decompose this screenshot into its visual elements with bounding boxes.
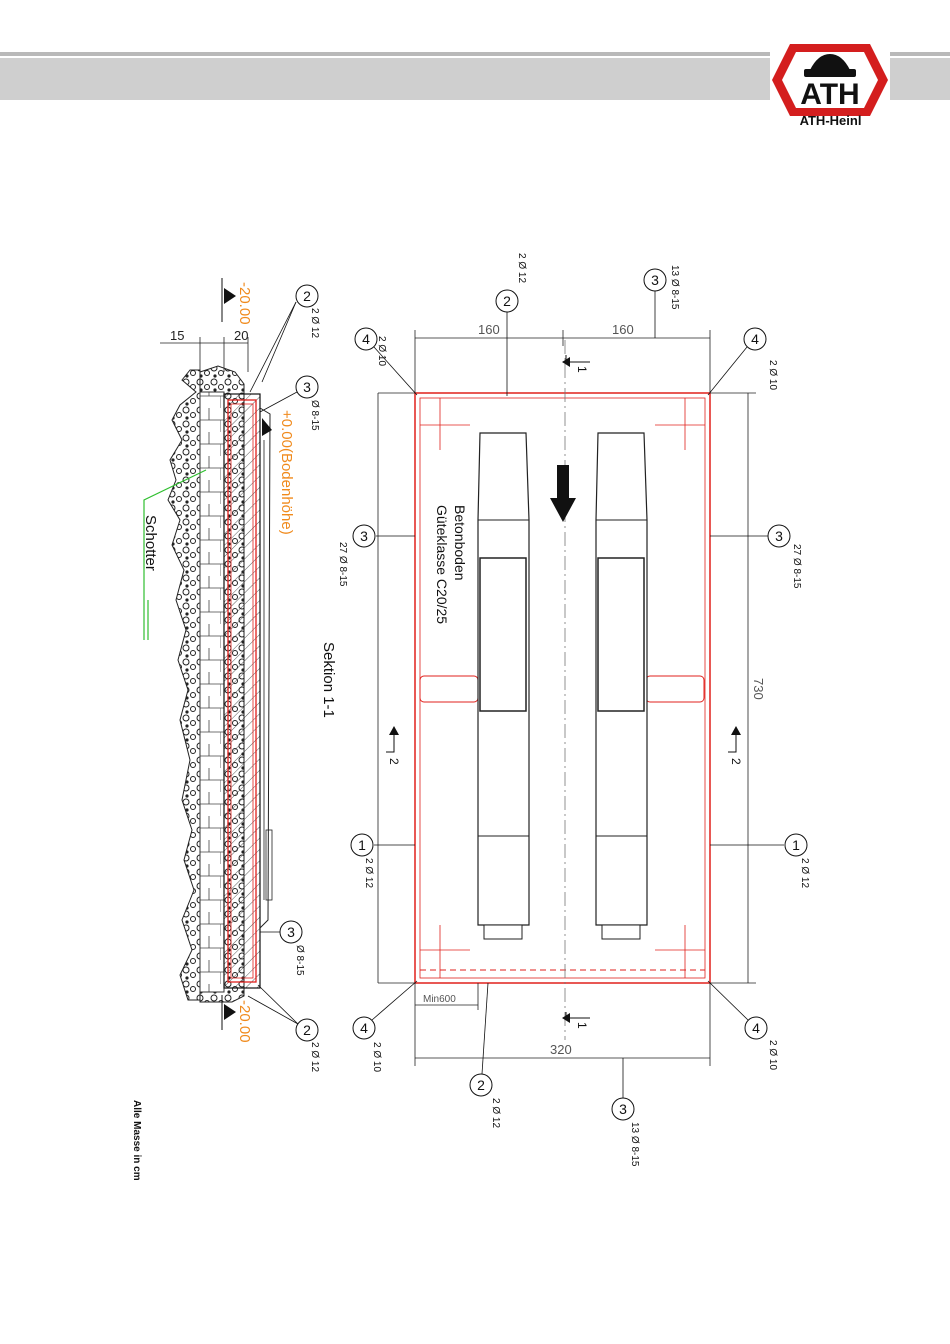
svg-text:2 Ø 12: 2 Ø 12 bbox=[309, 1042, 320, 1072]
section-marker-1-top: 1 bbox=[562, 355, 590, 373]
section-callout-2-bottom: 2 2 Ø 12 bbox=[247, 984, 320, 1072]
runway-right bbox=[595, 432, 648, 940]
section-callout-3-top: 3 Ø 8-15 bbox=[259, 375, 320, 431]
svg-text:3: 3 bbox=[775, 528, 783, 544]
gravel-label: Schotter bbox=[142, 515, 159, 571]
svg-text:4: 4 bbox=[360, 1020, 368, 1036]
section-callout-2-top: 2 2 Ø 12 bbox=[249, 284, 320, 393]
svg-text:Ø 8-15: Ø 8-15 bbox=[294, 945, 305, 976]
svg-text:27 Ø 8-15: 27 Ø 8-15 bbox=[337, 542, 348, 587]
dim-15: 15 bbox=[170, 328, 184, 343]
concrete-label-2: Güteklasse C20/25 bbox=[434, 505, 450, 624]
level-bottom-text: -20.00 bbox=[236, 1000, 253, 1043]
footer-note: Alle Masse in cm bbox=[131, 1100, 142, 1181]
plan-callout-1-left: 1 2 Ø 12 bbox=[350, 833, 415, 888]
svg-text:2 Ø 12: 2 Ø 12 bbox=[490, 1098, 501, 1128]
section-title: Sektion 1-1 bbox=[320, 642, 337, 718]
slab-rebar-inner bbox=[230, 403, 254, 979]
plan-callout-3-right: 3 27 Ø 8-15 bbox=[710, 524, 802, 589]
plan-callout-4-tr: 4 2 Ø 10 bbox=[707, 327, 778, 396]
svg-text:3: 3 bbox=[619, 1101, 627, 1117]
level-top-text: -20.00 bbox=[236, 282, 253, 325]
slab-rebar bbox=[227, 399, 257, 983]
svg-text:2: 2 bbox=[503, 293, 511, 309]
svg-text:2 Ø 12: 2 Ø 12 bbox=[309, 308, 320, 338]
svg-text:1: 1 bbox=[358, 837, 366, 853]
concrete-slab bbox=[223, 393, 261, 989]
section-view: 15 20 -20.00 -20.00 +0.00(Bodenhöhe) Sch… bbox=[142, 278, 337, 1072]
svg-text:4: 4 bbox=[751, 331, 759, 347]
plan-callout-4-tl: 4 2 Ø 10 bbox=[354, 327, 418, 396]
svg-text:1: 1 bbox=[792, 837, 800, 853]
runway-left bbox=[477, 432, 530, 940]
level-marker-top: -20.00 bbox=[221, 278, 253, 325]
plan-callout-2-top: 2 2 Ø 12 bbox=[495, 253, 527, 396]
plan-callout-1-right: 1 2 Ø 12 bbox=[710, 833, 810, 888]
svg-text:2 Ø 10: 2 Ø 10 bbox=[371, 1042, 382, 1072]
svg-text:3: 3 bbox=[651, 272, 659, 288]
plan-callout-3-left: 3 27 Ø 8-15 bbox=[337, 524, 415, 587]
masonry-layer bbox=[199, 391, 225, 993]
plan-callout-4-bl: 4 2 Ø 10 bbox=[352, 980, 418, 1072]
dim-top-right: 160 bbox=[612, 322, 634, 337]
svg-text:2 Ø 12: 2 Ø 12 bbox=[799, 858, 810, 888]
svg-text:4: 4 bbox=[752, 1020, 760, 1036]
section-marker-1-bottom: 1 bbox=[562, 1012, 590, 1029]
svg-text:Ø 8-15: Ø 8-15 bbox=[309, 400, 320, 431]
dim-bottom: 320 bbox=[550, 1042, 572, 1057]
svg-text:2 Ø 10: 2 Ø 10 bbox=[767, 1040, 778, 1070]
section-callout-3-bottom: 3 Ø 8-15 bbox=[260, 920, 305, 976]
level-floor-text: +0.00(Bodenhöhe) bbox=[278, 410, 295, 535]
gravel-leader bbox=[143, 469, 207, 640]
dim-top-left: 160 bbox=[478, 322, 500, 337]
level-marker-floor: +0.00(Bodenhöhe) bbox=[262, 410, 295, 535]
svg-text:2: 2 bbox=[303, 288, 311, 304]
svg-text:4: 4 bbox=[362, 331, 370, 347]
header-line bbox=[0, 52, 950, 56]
svg-text:13 Ø 8-15: 13 Ø 8-15 bbox=[669, 265, 680, 310]
dim-20: 20 bbox=[234, 328, 248, 343]
ath-logo: ATH bbox=[770, 40, 890, 130]
plan-view: Betonboden Güteklasse C20/25 160 160 320… bbox=[337, 253, 810, 1167]
svg-text:1: 1 bbox=[575, 366, 589, 373]
svg-text:2: 2 bbox=[303, 1022, 311, 1038]
lift-rail bbox=[259, 407, 271, 929]
plan-callout-3-top: 3 13 Ø 8-15 bbox=[643, 265, 680, 338]
section-marker-2-right: 2 bbox=[728, 726, 743, 765]
logo-name: ATH-Heinl bbox=[799, 113, 862, 128]
plan-callout-2-bottom: 2 2 Ø 12 bbox=[469, 982, 501, 1128]
svg-text:2 Ø 10: 2 Ø 10 bbox=[376, 336, 387, 366]
svg-text:27 Ø 8-15: 27 Ø 8-15 bbox=[791, 544, 802, 589]
slab-outline bbox=[414, 392, 711, 984]
svg-text:2 Ø 12: 2 Ø 12 bbox=[363, 858, 374, 888]
plan-callout-3-bottom: 3 13 Ø 8-15 bbox=[611, 1058, 640, 1167]
svg-text:3: 3 bbox=[360, 528, 368, 544]
concrete-label-1: Betonboden bbox=[452, 505, 468, 581]
plan-callout-4-br: 4 2 Ø 10 bbox=[707, 980, 778, 1070]
svg-text:2: 2 bbox=[477, 1077, 485, 1093]
svg-text:2: 2 bbox=[729, 758, 743, 765]
drive-direction-arrow bbox=[550, 465, 576, 522]
dim-length: 730 bbox=[751, 678, 766, 700]
min-label: Min600 bbox=[423, 994, 456, 1005]
ath-logo-icon: ATH bbox=[772, 44, 888, 116]
section-marker-2-left: 2 bbox=[386, 726, 401, 765]
svg-text:2 Ø 12: 2 Ø 12 bbox=[516, 253, 527, 283]
svg-text:13 Ø 8-15: 13 Ø 8-15 bbox=[629, 1122, 640, 1167]
lift-plate bbox=[265, 829, 273, 901]
level-marker-bottom: -20.00 bbox=[221, 995, 253, 1043]
svg-text:1: 1 bbox=[575, 1022, 589, 1029]
logo-mark: ATH bbox=[800, 78, 859, 111]
gravel-fill bbox=[167, 369, 201, 1001]
svg-text:2 Ø 10: 2 Ø 10 bbox=[767, 360, 778, 390]
mid-rebar-left bbox=[419, 675, 479, 703]
svg-text:3: 3 bbox=[287, 924, 295, 940]
mid-rebar-right bbox=[645, 675, 705, 703]
svg-text:3: 3 bbox=[303, 379, 311, 395]
svg-text:2: 2 bbox=[387, 758, 401, 765]
